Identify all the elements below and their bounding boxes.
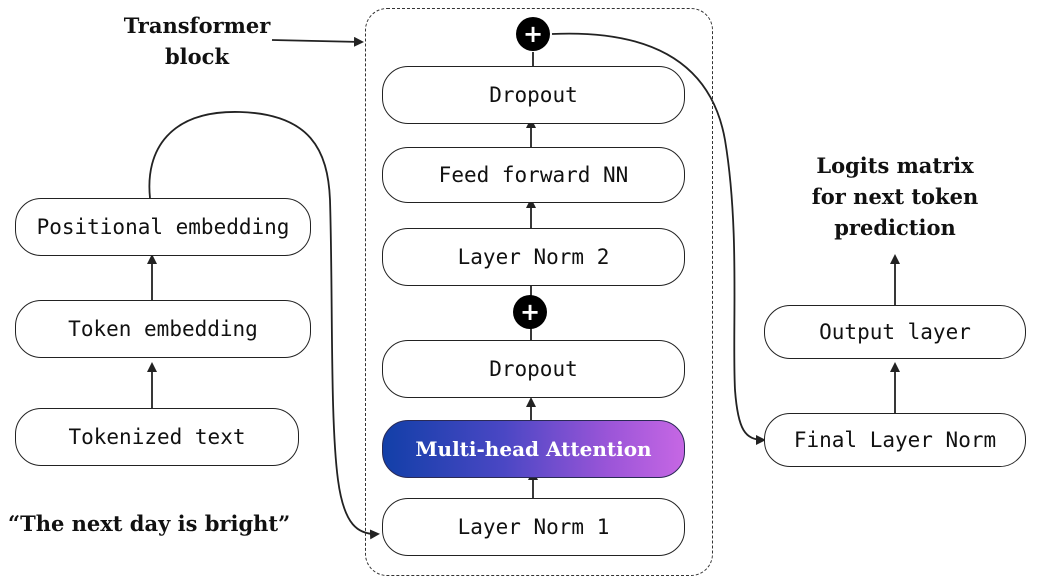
dropout-bottom-label: Dropout	[489, 357, 578, 381]
multi-head-attention-label: Multi-head Attention	[415, 437, 652, 461]
layer-norm-1-node: Layer Norm 1	[382, 498, 685, 556]
token-embedding-node: Token embedding	[15, 300, 311, 358]
token-embedding-label: Token embedding	[68, 317, 258, 341]
input-sentence: “The next day is bright”	[8, 511, 291, 536]
positional-embedding-label: Positional embedding	[36, 215, 290, 239]
transformer-caption-line2: block	[164, 44, 229, 69]
final-layer-norm-label: Final Layer Norm	[793, 428, 997, 452]
dropout-top-node: Dropout	[382, 66, 685, 124]
residual-add-top-icon: +	[516, 17, 550, 51]
tokenized-text-node: Tokenized text	[15, 408, 299, 466]
layer-norm-1-label: Layer Norm 1	[457, 515, 610, 539]
layer-norm-2-node: Layer Norm 2	[382, 228, 685, 286]
logits-caption-line3: prediction	[834, 215, 956, 240]
layer-norm-2-label: Layer Norm 2	[457, 245, 610, 269]
dropout-bottom-node: Dropout	[382, 340, 685, 398]
tokenized-text-label: Tokenized text	[68, 425, 246, 449]
feed-forward-node: Feed forward NN	[382, 147, 685, 203]
transformer-block-caption: Transformer block	[112, 10, 282, 72]
logits-caption-line1: Logits matrix	[816, 153, 974, 178]
logits-matrix-caption: Logits matrix for next token prediction	[790, 150, 1000, 243]
dropout-top-label: Dropout	[489, 83, 578, 107]
arrow-caption-to-block	[271, 36, 364, 47]
multi-head-attention-node: Multi-head Attention	[382, 420, 685, 478]
add-symbol-top: +	[522, 20, 544, 48]
output-layer-node: Output layer	[764, 305, 1026, 359]
arrow-positional-to-layernorm1	[148, 111, 380, 540]
add-symbol-bottom: +	[519, 298, 541, 326]
transformer-block-container	[365, 8, 713, 576]
final-layer-norm-node: Final Layer Norm	[764, 413, 1026, 467]
feed-forward-label: Feed forward NN	[438, 163, 629, 187]
positional-embedding-node: Positional embedding	[15, 198, 311, 256]
arrow-block-to-final-norm	[551, 32, 766, 445]
residual-add-bottom-icon: +	[513, 295, 547, 329]
transformer-caption-line1: Transformer	[123, 13, 271, 38]
output-layer-label: Output layer	[819, 320, 971, 344]
logits-caption-line2: for next token	[811, 184, 979, 209]
